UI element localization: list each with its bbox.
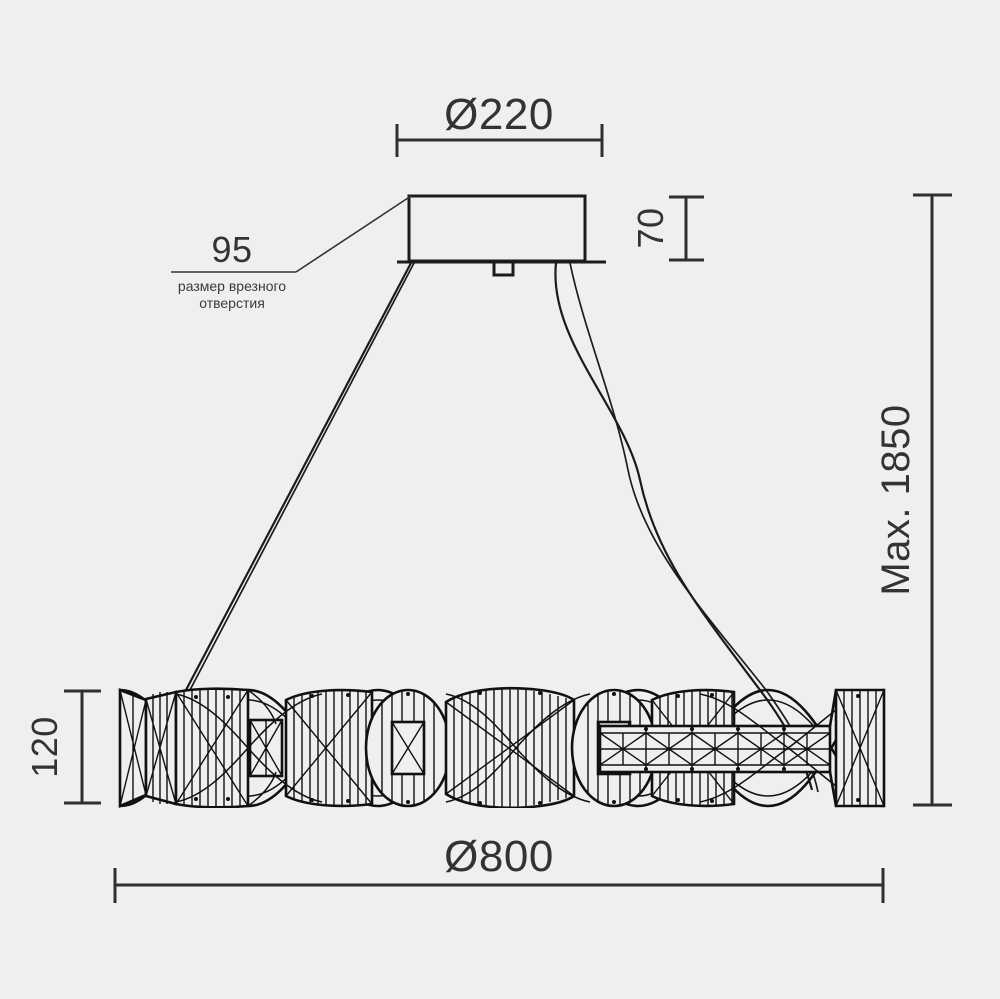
suspension-cable-left xyxy=(185,262,415,691)
dimension-canopy-diameter: Ø220 xyxy=(395,90,604,157)
ceiling-canopy xyxy=(397,194,606,277)
canopy-center-tab xyxy=(492,260,515,277)
ring-diameter-label: Ø800 xyxy=(444,832,554,881)
canopy-box xyxy=(407,194,587,263)
crystal-segment xyxy=(118,688,178,808)
cutout-value-label: 95 xyxy=(211,229,252,270)
crystal-segment xyxy=(364,688,452,808)
crystal-segment xyxy=(444,686,576,808)
crystal-segment xyxy=(828,688,886,808)
dimension-total-height: Max. 1850 xyxy=(874,193,952,807)
crystal-segment xyxy=(284,688,374,808)
canopy-diameter-label: Ø220 xyxy=(444,90,554,139)
cutout-caption-line2: отверстия xyxy=(199,295,265,311)
crystal-segment xyxy=(174,687,250,808)
cutout-caption-line1: размер врезного xyxy=(178,278,286,294)
led-bar xyxy=(598,724,832,774)
dimension-ring-diameter: Ø800 xyxy=(113,832,885,903)
crystal-ring-body xyxy=(118,686,886,808)
total-height-label: Max. 1850 xyxy=(874,404,918,595)
canopy-height-label: 70 xyxy=(630,207,671,248)
annotation-cutout-size: 95 размер врезного отверстия xyxy=(171,195,412,311)
dimension-canopy-height: 70 xyxy=(630,195,704,262)
ring-height-label: 120 xyxy=(24,716,65,778)
dimension-ring-height: 120 xyxy=(24,689,101,805)
